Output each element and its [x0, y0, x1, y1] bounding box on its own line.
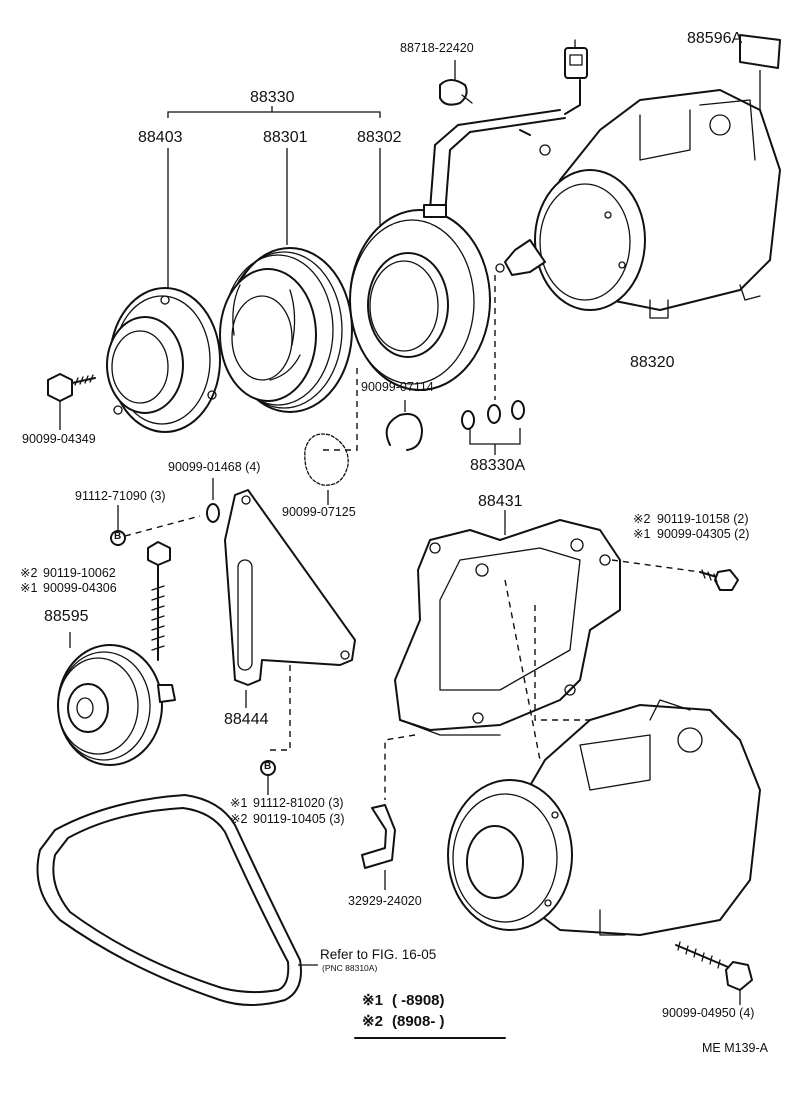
bracket-88431[interactable]: [394, 510, 621, 736]
marker-ast2-bottom: ※2: [230, 812, 248, 826]
snap-ring-90099-07114[interactable]: [385, 413, 423, 451]
label-88431: 88431: [478, 493, 523, 510]
label-91112-81020: 91112-81020 (3): [253, 796, 344, 810]
label-90099-04349: 90099-04349: [22, 432, 96, 446]
b-marker-top: [110, 505, 201, 546]
marker-ast1-left: ※1: [20, 581, 38, 595]
label-90099-01468: 90099-01468 (4): [168, 460, 261, 474]
label-88301: 88301: [263, 129, 308, 146]
pulley-88301[interactable]: [219, 247, 353, 413]
refer-subtext: (PNC 88310A): [322, 963, 378, 973]
label-90099-04950: 90099-04950 (4): [662, 1006, 755, 1020]
label-88718-22420: 88718-22420: [400, 41, 474, 55]
label-88403: 88403: [138, 129, 183, 146]
label-90119-10405: 90119-10405 (3): [253, 812, 345, 826]
label-90099-04305: 90099-04305 (2): [657, 527, 750, 541]
bolt-90119-10158[interactable]: [699, 569, 739, 591]
label-90099-07125: 90099-07125: [282, 505, 356, 519]
bracket-32929-24020[interactable]: [361, 804, 396, 890]
clamp-88718[interactable]: [439, 60, 473, 106]
legend-row1-text: ( -8908): [392, 992, 445, 1009]
legend-row2-text: (8908- ): [392, 1013, 445, 1030]
bolt-90119-10062[interactable]: [147, 541, 171, 661]
stator-88302[interactable]: [349, 109, 566, 391]
idler-pulley-88595[interactable]: [57, 632, 176, 766]
label-88595: 88595: [44, 608, 89, 625]
legend-row2-mark: ※2: [362, 1013, 383, 1030]
label-32929-24020: 32929-24020: [348, 894, 422, 908]
label-91112-71090: 91112-71090 (3): [75, 489, 166, 503]
b-marker-bottom: [260, 760, 276, 795]
refer-text: Refer to FIG. 16-05: [320, 947, 437, 962]
shim-90099-07125[interactable]: [304, 433, 349, 505]
washer-90099-01468[interactable]: [206, 478, 220, 523]
washers-88330A[interactable]: [461, 400, 525, 430]
compressor-bottom[interactable]: [447, 699, 761, 936]
label-88320: 88320: [630, 354, 675, 371]
label-90119-10062: 90119-10062: [43, 566, 116, 580]
label-88444: 88444: [224, 711, 269, 728]
compressor-88320[interactable]: [495, 89, 781, 319]
marker-ast1-bottom: ※1: [230, 796, 248, 810]
b-letter-top: B: [114, 531, 122, 542]
label-88330A: 88330A: [470, 457, 526, 474]
v-belt[interactable]: [36, 794, 319, 1006]
marker-ast2-left: ※2: [20, 566, 38, 580]
group-bracket-88330: [167, 106, 381, 295]
label-90119-10158: 90119-10158 (2): [657, 512, 749, 526]
bolt-90099-04349[interactable]: [47, 373, 96, 430]
clutch-hub-88403[interactable]: [106, 287, 221, 433]
marker-ast2-right: ※2: [633, 512, 651, 526]
bolt-90099-04950[interactable]: [675, 941, 753, 1005]
label-90099-04306: 90099-04306: [43, 581, 117, 595]
wire-connector: [519, 39, 588, 156]
bracket-88444[interactable]: [224, 489, 356, 751]
legend-row1-mark: ※1: [362, 992, 383, 1009]
footer-code: ME M139-A: [702, 1041, 768, 1055]
label-88596A: 88596A: [687, 30, 743, 47]
label-88330: 88330: [250, 89, 295, 106]
b-letter-bottom: B: [264, 761, 272, 772]
marker-ast1-right: ※1: [633, 527, 651, 541]
label-88302: 88302: [357, 129, 402, 146]
label-90099-07114: 90099-07114: [361, 380, 434, 394]
